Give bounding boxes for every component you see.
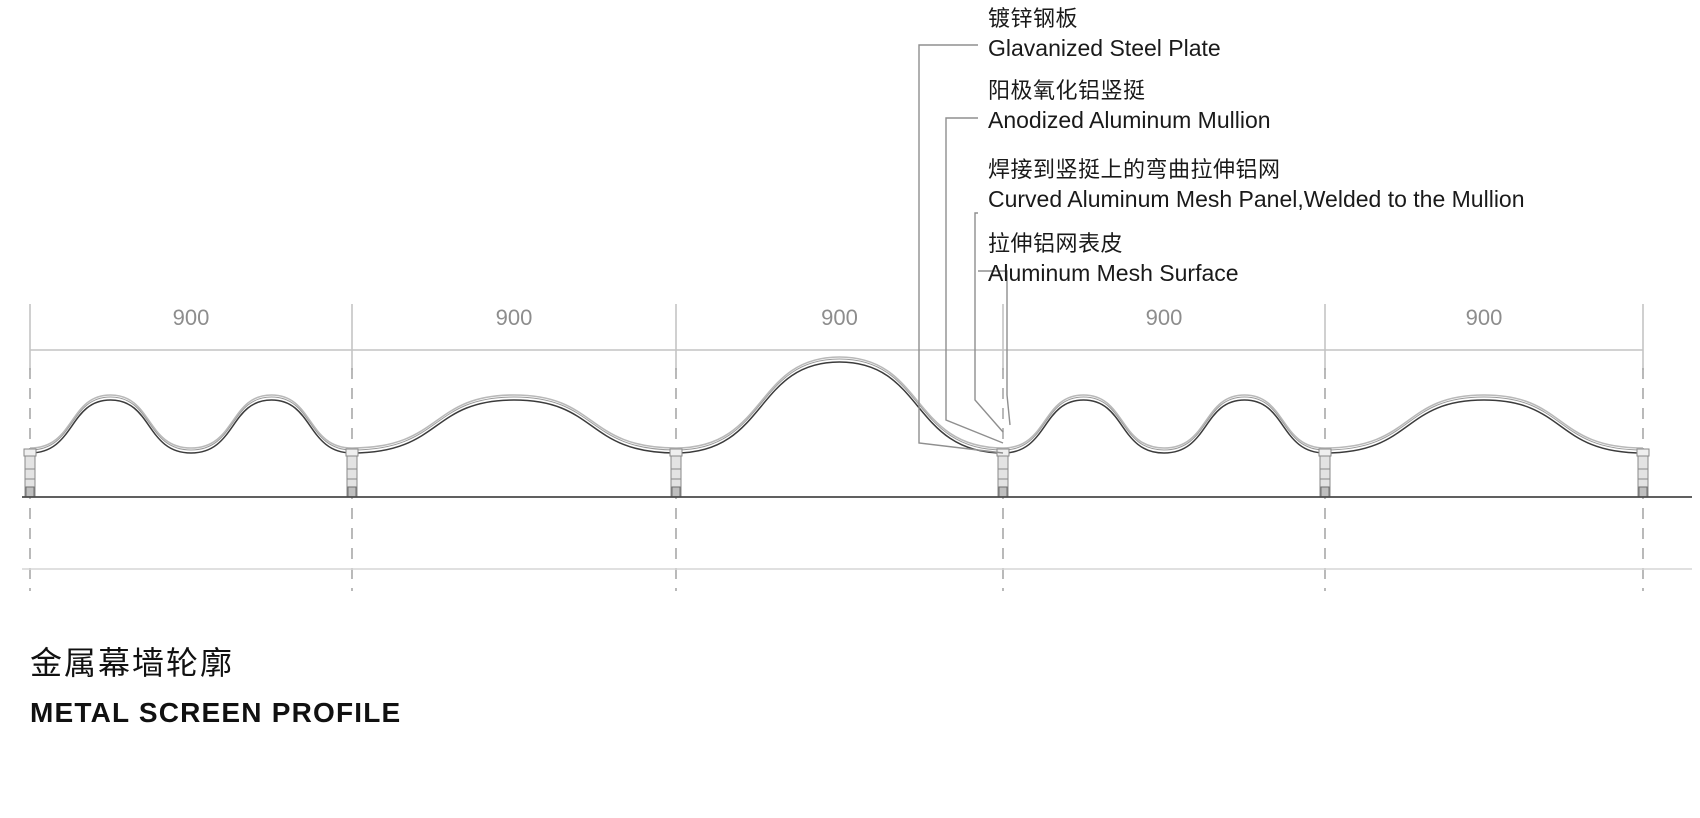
mesh-profile-group bbox=[29, 356, 1644, 454]
dimension-value: 900 bbox=[1465, 305, 1503, 330]
dashed-grid-group bbox=[29, 368, 1644, 591]
dimension-value: 900 bbox=[495, 305, 533, 330]
annotation-glavanized-steel-plate: 镀锌钢板 Glavanized Steel Plate bbox=[988, 4, 1221, 63]
annotation-anodized-aluminum-mullion: 阳极氧化铝竖挺 Anodized Aluminum Mullion bbox=[988, 76, 1271, 135]
dimension-value: 900 bbox=[172, 305, 210, 330]
annotation-text-en: Anodized Aluminum Mullion bbox=[988, 107, 1271, 133]
title-block: 金属幕墙轮廓 METAL SCREEN PROFILE bbox=[30, 640, 401, 734]
drawing-title-en: METAL SCREEN PROFILE bbox=[30, 697, 402, 728]
drawing-title-cn: 金属幕墙轮廓 bbox=[30, 645, 235, 681]
annotation-curved-aluminum-mesh-panel: 焊接到竖挺上的弯曲拉伸铝网 Curved Aluminum Mesh Panel… bbox=[988, 155, 1525, 214]
annotation-text-en: Glavanized Steel Plate bbox=[988, 35, 1221, 61]
annotation-text-cn: 镀锌钢板 bbox=[988, 6, 1079, 31]
annotation-text-cn: 拉伸铝网表皮 bbox=[988, 231, 1124, 256]
leader-line-group bbox=[918, 44, 1011, 454]
mullion-group bbox=[23, 448, 1650, 498]
annotation-text-en: Aluminum Mesh Surface bbox=[988, 260, 1239, 286]
baseline-group bbox=[22, 496, 1692, 570]
annotation-text-cn: 阳极氧化铝竖挺 bbox=[988, 78, 1146, 103]
dimension-value: 900 bbox=[1145, 305, 1183, 330]
annotation-text-cn: 焊接到竖挺上的弯曲拉伸铝网 bbox=[988, 157, 1281, 182]
annotation-text-en: Curved Aluminum Mesh Panel,Welded to the… bbox=[988, 186, 1525, 212]
annotation-aluminum-mesh-surface: 拉伸铝网表皮 Aluminum Mesh Surface bbox=[988, 229, 1239, 288]
dimension-line-group bbox=[29, 304, 1644, 370]
dimension-value: 900 bbox=[821, 305, 858, 330]
